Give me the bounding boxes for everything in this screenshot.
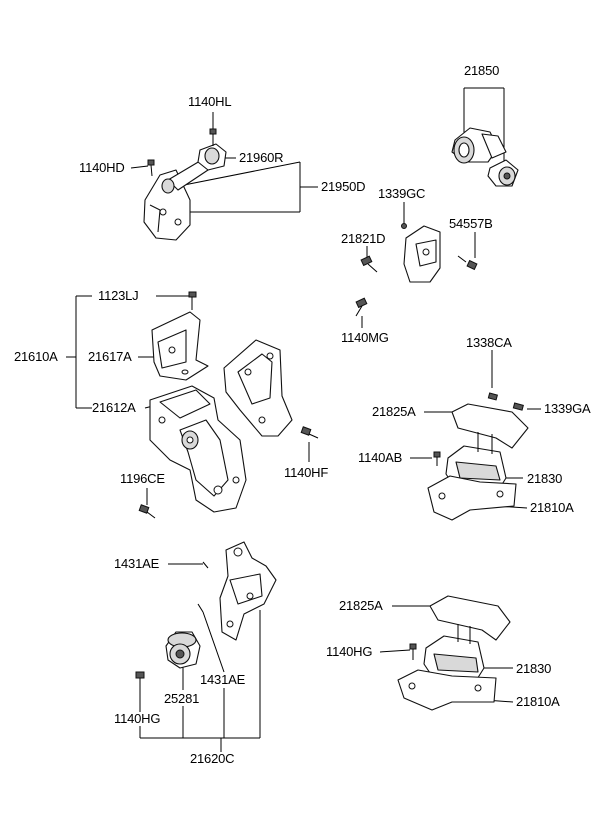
label-21850: 21850 (464, 63, 500, 78)
label-1338CA: 1338CA (466, 335, 512, 350)
label-1431AE-lower: 1431AE (200, 672, 246, 687)
label-1123LJ: 1123LJ (98, 288, 139, 303)
mount-bracket-21950D (143, 128, 227, 241)
label-1339GA: 1339GA (544, 401, 591, 416)
label-21830-lower: 21830 (516, 661, 552, 676)
label-21821D: 21821D (341, 231, 386, 246)
label-21617A: 21617A (88, 349, 132, 364)
mount-assembly-lower-right (397, 595, 511, 711)
mount-assembly-upper-right (427, 392, 529, 521)
small-bracket (355, 223, 478, 317)
label-1196CE: 1196CE (120, 471, 165, 486)
label-1339GC: 1339GC (378, 186, 426, 201)
label-1431AE-upper: 1431AE (114, 556, 160, 571)
label-21810A-upper: 21810A (530, 500, 574, 515)
leader-lines (66, 87, 541, 752)
label-21612A: 21612A (92, 400, 136, 415)
label-21830-upper: 21830 (527, 471, 563, 486)
label-1140AB: 1140AB (358, 450, 403, 465)
bracket-assembly-21620C (135, 541, 277, 690)
label-1140HF: 1140HF (284, 465, 329, 480)
label-25281: 25281 (164, 691, 200, 706)
label-21825A-upper: 21825A (372, 404, 416, 419)
label-21610A: 21610A (14, 349, 58, 364)
label-21960R: 21960R (239, 150, 284, 165)
label-21825A-lower: 21825A (339, 598, 383, 613)
label-1140HG-left: 1140HG (114, 711, 161, 726)
label-21950D: 21950D (321, 179, 366, 194)
label-54557B: 54557B (449, 216, 493, 231)
mount-assembly-21850 (451, 127, 519, 187)
label-1140HL: 1140HL (188, 94, 232, 109)
label-1140HG-right: 1140HG (326, 644, 373, 659)
label-21810A-lower: 21810A (516, 694, 560, 709)
label-1140HD: 1140HD (79, 160, 125, 175)
bracket-assembly-21610A (138, 291, 319, 519)
label-21620C: 21620C (190, 751, 235, 766)
label-1140MG: 1140MG (341, 330, 389, 345)
